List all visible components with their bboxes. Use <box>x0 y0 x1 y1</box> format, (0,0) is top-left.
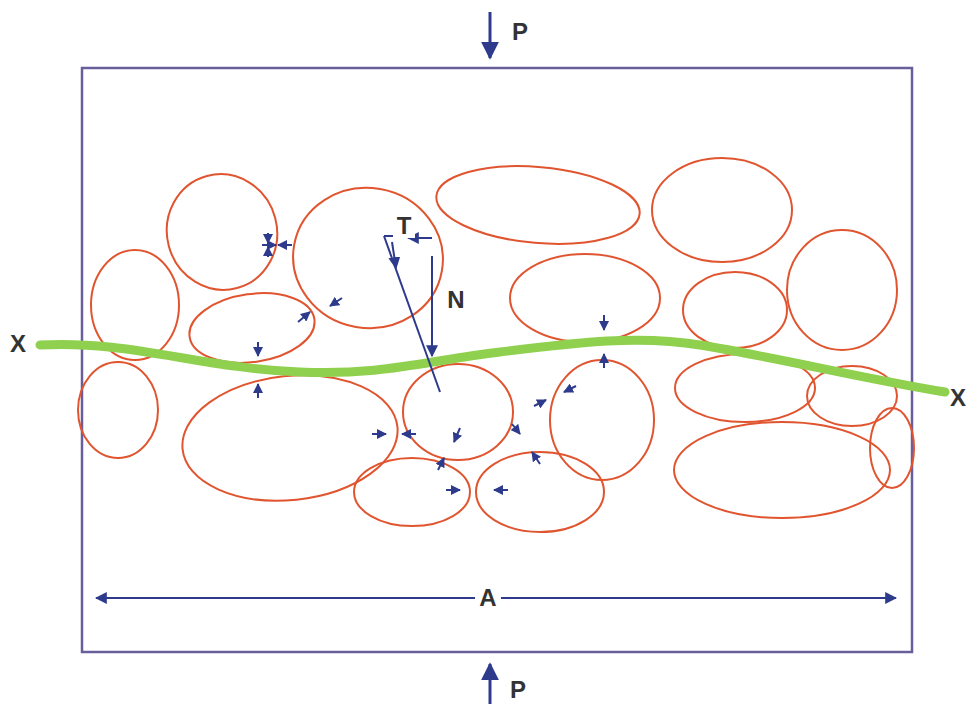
load-arrow <box>489 664 492 704</box>
area-label: A <box>475 586 500 610</box>
load-arrow <box>489 12 492 58</box>
force-components <box>384 236 440 392</box>
failure-plane <box>40 340 945 392</box>
plane-label: X <box>950 386 966 410</box>
load-label: P <box>512 20 528 44</box>
contact-forces <box>258 233 604 490</box>
force-label: T <box>393 214 416 238</box>
soil-particles <box>78 158 914 532</box>
force-label: N <box>443 288 468 312</box>
load-label: P <box>510 678 526 702</box>
plane-label: X <box>10 332 26 356</box>
